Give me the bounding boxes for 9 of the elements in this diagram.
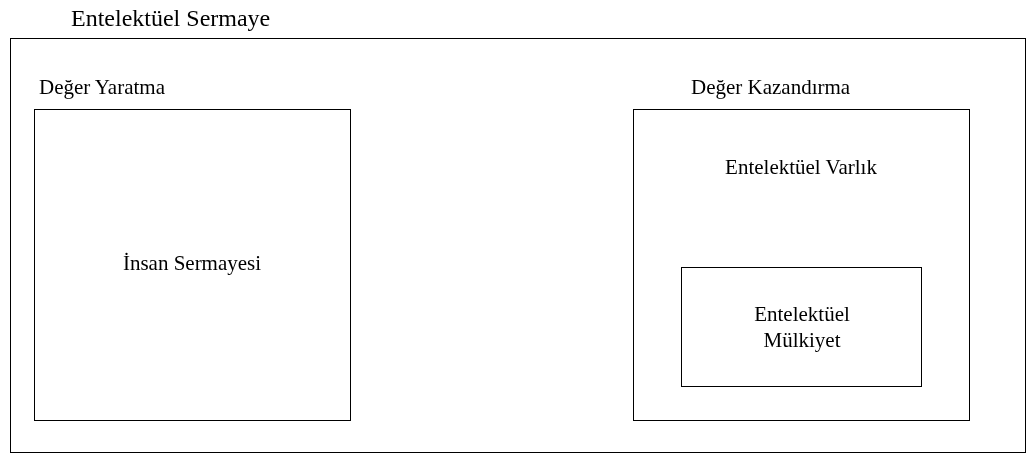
box-title: Entelektüel Sermaye [71,5,271,31]
box [681,267,922,387]
column-heading: Değer Kazandırma [691,74,851,100]
box-label: İnsan Sermayesi [121,250,263,276]
box [633,109,970,421]
column-heading: Değer Yaratma [39,74,165,100]
box-label: Entelektüel Mülkiyet [753,301,851,353]
box-label: Entelektüel Varlık [724,154,878,180]
box [34,109,351,421]
